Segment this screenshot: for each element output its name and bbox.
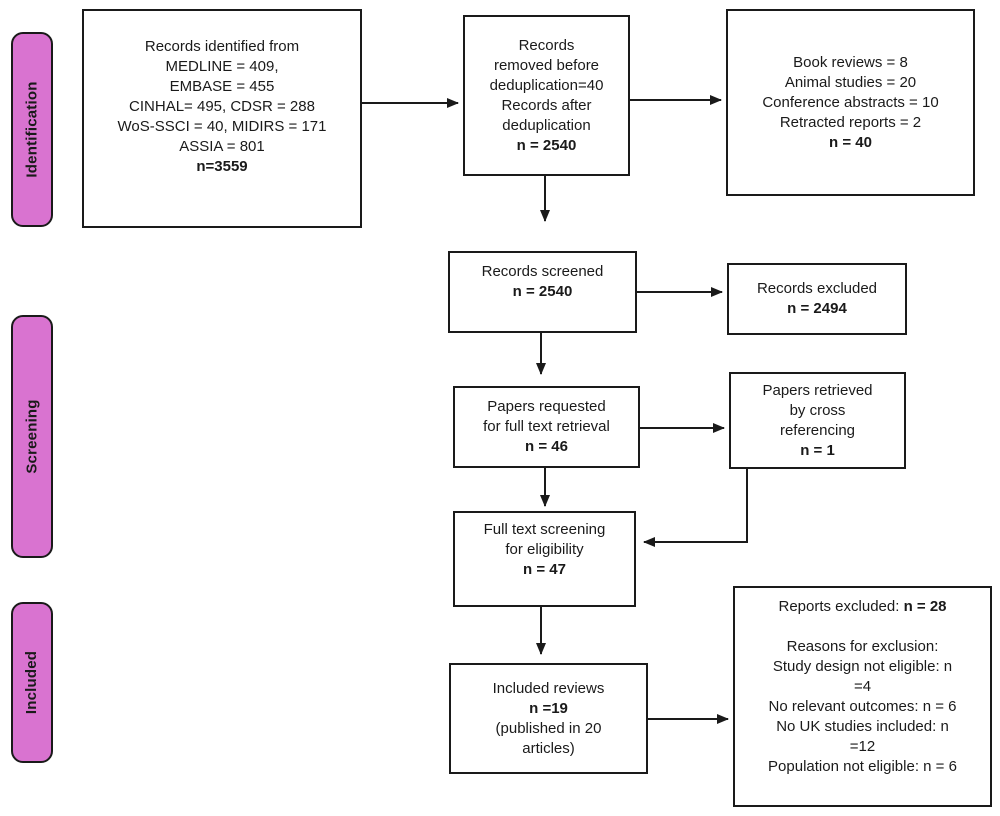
reports-excluded-title-prefix: Reports excluded: xyxy=(778,598,904,615)
records-screened-line: Records screened xyxy=(481,263,604,280)
box-removal-reasons: Book reviews = 8 Animal studies = 20 Con… xyxy=(726,9,975,196)
exclusion-reason-line: Study design not eligible: n xyxy=(772,658,953,675)
stage-label-included: Included xyxy=(11,602,53,763)
removal-reasons-count: n = 40 xyxy=(829,133,872,151)
cross-referencing-line: Papers retrieved xyxy=(762,381,873,399)
dedup-line: deduplication=40 xyxy=(489,76,604,94)
removal-reason-line: Book reviews = 8 xyxy=(793,53,908,71)
exclusion-reason-line: Reasons for exclusion: xyxy=(786,638,939,655)
reports-excluded-count: n = 28 xyxy=(903,598,947,615)
box-records-identified: Records identified from MEDLINE = 409, E… xyxy=(82,9,362,228)
removal-reason-line: Retracted reports = 2 xyxy=(779,113,922,131)
full-text-line: Full text screening xyxy=(483,521,606,538)
records-identified-line: EMBASE = 455 xyxy=(169,78,275,95)
included-reviews-line: articles) xyxy=(522,739,575,757)
included-reviews-line: (published in 20 xyxy=(495,719,602,737)
included-reviews-count: n =19 xyxy=(529,699,568,717)
papers-requested-count: n = 46 xyxy=(525,438,568,455)
dedup-line: Records after xyxy=(501,96,592,114)
dedup-line: removed before xyxy=(493,56,600,74)
removal-reason-line: Conference abstracts = 10 xyxy=(762,93,939,111)
stage-label-screening: Screening xyxy=(11,315,53,558)
records-identified-count: n=3559 xyxy=(196,158,248,175)
stage-label-included-text: Included xyxy=(23,650,41,715)
full-text-line: for eligibility xyxy=(505,541,584,558)
exclusion-reason-line: Population not eligible: n = 6 xyxy=(768,758,957,775)
box-dedup: Records removed before deduplication=40 … xyxy=(463,15,630,176)
cross-referencing-line: by cross xyxy=(789,401,846,419)
stage-label-identification: Identification xyxy=(11,32,53,227)
box-papers-requested: Papers requested for full text retrieval… xyxy=(453,386,640,468)
box-records-excluded: Records excluded n = 2494 xyxy=(727,263,907,335)
cross-referencing-line: referencing xyxy=(779,421,856,439)
box-full-text-screening: Full text screening for eligibility n = … xyxy=(453,511,636,607)
records-excluded-count: n = 2494 xyxy=(787,300,847,317)
reports-excluded-title: Reports excluded: n = 28 xyxy=(741,597,984,617)
stage-label-screening-text: Screening xyxy=(23,399,41,474)
box-included-reviews: Included reviews n =19 (published in 20 … xyxy=(449,663,648,774)
blank-line xyxy=(741,617,984,637)
box-cross-referencing: Papers retrieved by cross referencing n … xyxy=(729,372,906,469)
stage-label-identification-text: Identification xyxy=(23,81,41,178)
exclusion-reason-line: No UK studies included: n xyxy=(776,718,949,735)
exclusion-reason-line: =12 xyxy=(849,738,876,755)
dedup-count: n = 2540 xyxy=(516,136,577,154)
records-identified-line: Records identified from xyxy=(144,38,300,55)
records-identified-line: MEDLINE = 409, xyxy=(165,58,279,75)
cross-referencing-count: n = 1 xyxy=(800,441,835,459)
papers-requested-line: for full text retrieval xyxy=(483,418,610,435)
records-excluded-line: Records excluded xyxy=(756,280,878,297)
records-identified-line: WoS-SSCI = 40, MIDIRS = 171 xyxy=(117,118,327,135)
exclusion-reason-line: No relevant outcomes: n = 6 xyxy=(768,698,957,715)
records-screened-count: n = 2540 xyxy=(512,283,573,300)
records-identified-line: CINHAL= 495, CDSR = 288 xyxy=(129,98,315,115)
dedup-line: deduplication xyxy=(502,116,591,134)
arrow-crossref-to-fulltext xyxy=(643,469,748,547)
removal-reason-line: Animal studies = 20 xyxy=(784,73,917,91)
box-records-screened: Records screened n = 2540 xyxy=(448,251,637,333)
exclusion-reason-line: =4 xyxy=(853,678,872,695)
records-identified-line: ASSIA = 801 xyxy=(179,138,265,155)
box-reports-excluded: Reports excluded: n = 28 Reasons for exc… xyxy=(733,586,992,807)
papers-requested-line: Papers requested xyxy=(487,398,606,415)
included-reviews-line: Included reviews xyxy=(492,679,605,697)
full-text-count: n = 47 xyxy=(523,561,566,578)
dedup-line: Records xyxy=(518,36,575,54)
